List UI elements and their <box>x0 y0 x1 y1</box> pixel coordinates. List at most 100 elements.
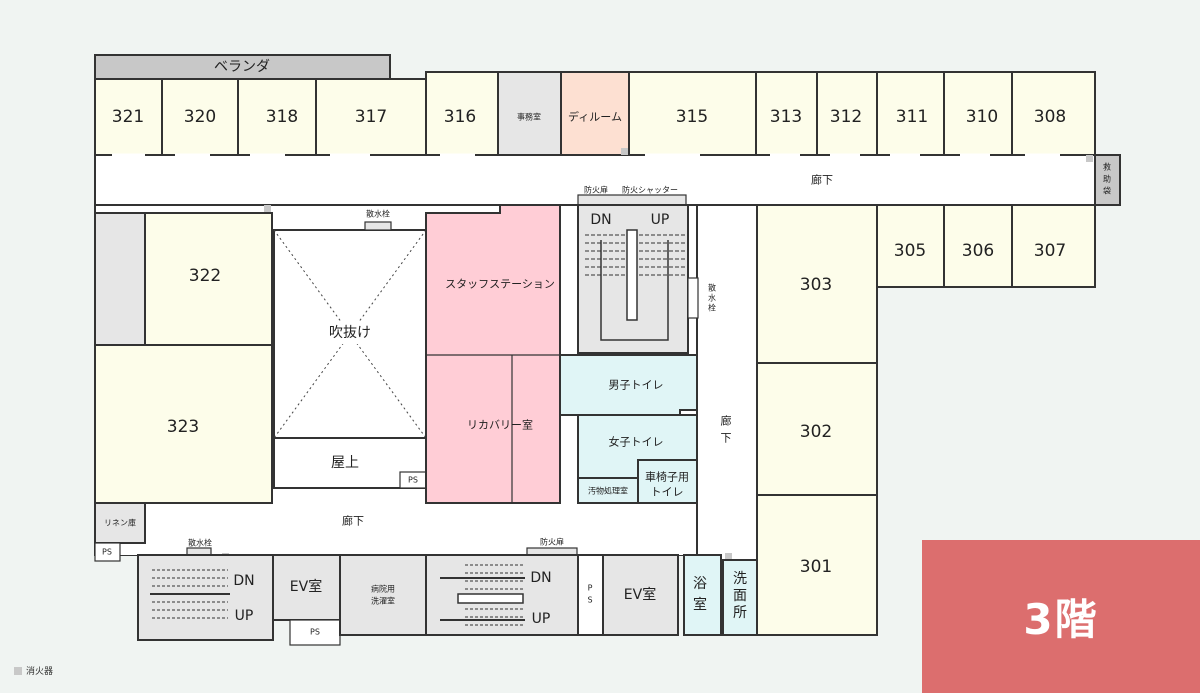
extinguisher-swatch-icon <box>14 666 22 675</box>
corridor-right-label-1: 廊 <box>721 414 732 428</box>
svg-text:女子トイレ: 女子トイレ <box>609 435 664 449</box>
svg-text:UP: UP <box>532 611 551 627</box>
svg-text:洗濯室: 洗濯室 <box>371 596 395 606</box>
top-room-row: 321 320 318 317 316 事務室 ディルーム 315 313 31… <box>94 71 1096 156</box>
svg-text:散水栓: 散水栓 <box>188 538 212 548</box>
svg-text:PS: PS <box>102 548 112 557</box>
svg-text:P: P <box>588 584 593 593</box>
svg-text:PS: PS <box>408 476 418 485</box>
svg-text:322: 322 <box>189 266 221 286</box>
svg-text:水: 水 <box>708 293 716 303</box>
svg-text:散: 散 <box>708 283 716 293</box>
staff-area: スタッフステーション リカバリー室 <box>425 204 561 504</box>
svg-text:面: 面 <box>733 588 747 604</box>
svg-text:散水栓: 散水栓 <box>366 209 390 219</box>
room-308[interactable] <box>1011 71 1096 156</box>
svg-text:302: 302 <box>800 422 832 442</box>
svg-text:トイレ: トイレ <box>651 486 684 499</box>
svg-text:UP: UP <box>235 608 254 624</box>
svg-text:316: 316 <box>444 107 476 127</box>
svg-text:315: 315 <box>676 107 708 127</box>
svg-text:所: 所 <box>733 605 747 621</box>
svg-text:防火シャッター: 防火シャッター <box>622 185 678 195</box>
stairs-center: 防火扉 防火シャッター DN UP 散 水 栓 <box>577 185 716 354</box>
room-307[interactable] <box>1011 204 1096 288</box>
svg-text:事務室: 事務室 <box>517 112 541 122</box>
svg-text:318: 318 <box>266 107 298 127</box>
corridor-top-label: 廊下 <box>811 173 833 187</box>
rescue-bag: 救 助 袋 <box>1094 154 1121 206</box>
staff-station-label: スタッフステーション <box>445 278 555 291</box>
svg-text:救: 救 <box>1103 162 1111 172</box>
svg-text:DN: DN <box>590 212 611 228</box>
atrium: 吹抜け <box>273 229 427 439</box>
bottom-row: 散水栓 DN UP EV室 PS 病院用 洗濯室 防火扉 DN UP <box>137 537 758 646</box>
room-320[interactable] <box>161 78 239 156</box>
svg-text:EV室: EV室 <box>624 586 656 603</box>
linen-ps: リネン庫 PS <box>94 502 146 562</box>
corridor-right-label-2: 下 <box>721 432 732 445</box>
svg-text:吹抜け: 吹抜け <box>329 325 371 341</box>
svg-text:317: 317 <box>355 107 387 127</box>
rooftop: 屋上 PS <box>273 437 427 489</box>
room-318[interactable] <box>237 78 317 156</box>
svg-text:浴: 浴 <box>693 576 707 592</box>
svg-text:S: S <box>587 596 592 605</box>
svg-text:307: 307 <box>1034 241 1066 261</box>
room-313[interactable] <box>755 71 818 156</box>
svg-text:洗: 洗 <box>733 571 747 587</box>
svg-text:303: 303 <box>800 275 832 295</box>
svg-text:車椅子用: 車椅子用 <box>645 470 689 484</box>
svg-text:EV室: EV室 <box>290 578 322 595</box>
svg-text:DN: DN <box>530 570 551 586</box>
room-310[interactable] <box>943 71 1013 156</box>
room-317[interactable] <box>315 78 427 156</box>
recovery-label: リカバリー室 <box>467 418 533 432</box>
svg-text:栓: 栓 <box>708 303 716 313</box>
room-322[interactable] <box>144 212 273 346</box>
svg-text:310: 310 <box>966 107 998 127</box>
svg-text:病院用: 病院用 <box>371 584 395 594</box>
room-315[interactable] <box>628 71 757 156</box>
corridor-mid-label: 廊下 <box>342 514 364 528</box>
svg-text:DN: DN <box>233 573 254 589</box>
svg-text:320: 320 <box>184 107 216 127</box>
svg-text:301: 301 <box>800 557 832 577</box>
svg-text:男子トイレ: 男子トイレ <box>609 379 664 392</box>
svg-text:ベランダ: ベランダ <box>214 59 270 75</box>
svg-text:312: 312 <box>830 107 862 127</box>
office[interactable] <box>497 71 562 156</box>
svg-text:袋: 袋 <box>1103 186 1111 196</box>
room-305[interactable] <box>876 204 945 288</box>
svg-text:防火扉: 防火扉 <box>540 537 564 547</box>
svg-text:323: 323 <box>167 417 199 437</box>
left-wing: 322 323 <box>94 212 273 504</box>
room-301[interactable] <box>756 494 878 636</box>
svg-text:313: 313 <box>770 107 802 127</box>
svg-text:PS: PS <box>310 628 320 637</box>
svg-text:305: 305 <box>894 241 926 261</box>
svg-text:306: 306 <box>962 241 994 261</box>
svg-text:汚物処理室: 汚物処理室 <box>588 486 628 496</box>
right-wing: 305 306 307 303 302 301 <box>756 204 1096 636</box>
svg-text:屋上: 屋上 <box>331 455 359 471</box>
floor-badge: 3階 <box>922 540 1200 693</box>
room-323[interactable] <box>94 344 273 504</box>
room-306[interactable] <box>943 204 1013 288</box>
svg-text:ディルーム: ディルーム <box>568 110 622 124</box>
svg-text:防火扉: 防火扉 <box>584 185 608 195</box>
svg-text:助: 助 <box>1103 174 1111 184</box>
svg-text:321: 321 <box>112 107 144 127</box>
veranda: ベランダ <box>94 54 391 80</box>
hydrant-1: 散水栓 <box>364 209 392 231</box>
legend-label: 消火器 <box>26 667 54 677</box>
svg-text:308: 308 <box>1034 107 1066 127</box>
legend: 消火器 <box>14 664 53 677</box>
svg-text:リネン庫: リネン庫 <box>104 518 136 528</box>
room-312[interactable] <box>816 71 878 156</box>
toilets: 男子トイレ 女子トイレ 汚物処理室 車椅子用 トイレ <box>559 354 698 504</box>
svg-text:室: 室 <box>693 596 707 613</box>
room-302[interactable] <box>756 362 878 496</box>
svg-text:UP: UP <box>651 212 670 228</box>
